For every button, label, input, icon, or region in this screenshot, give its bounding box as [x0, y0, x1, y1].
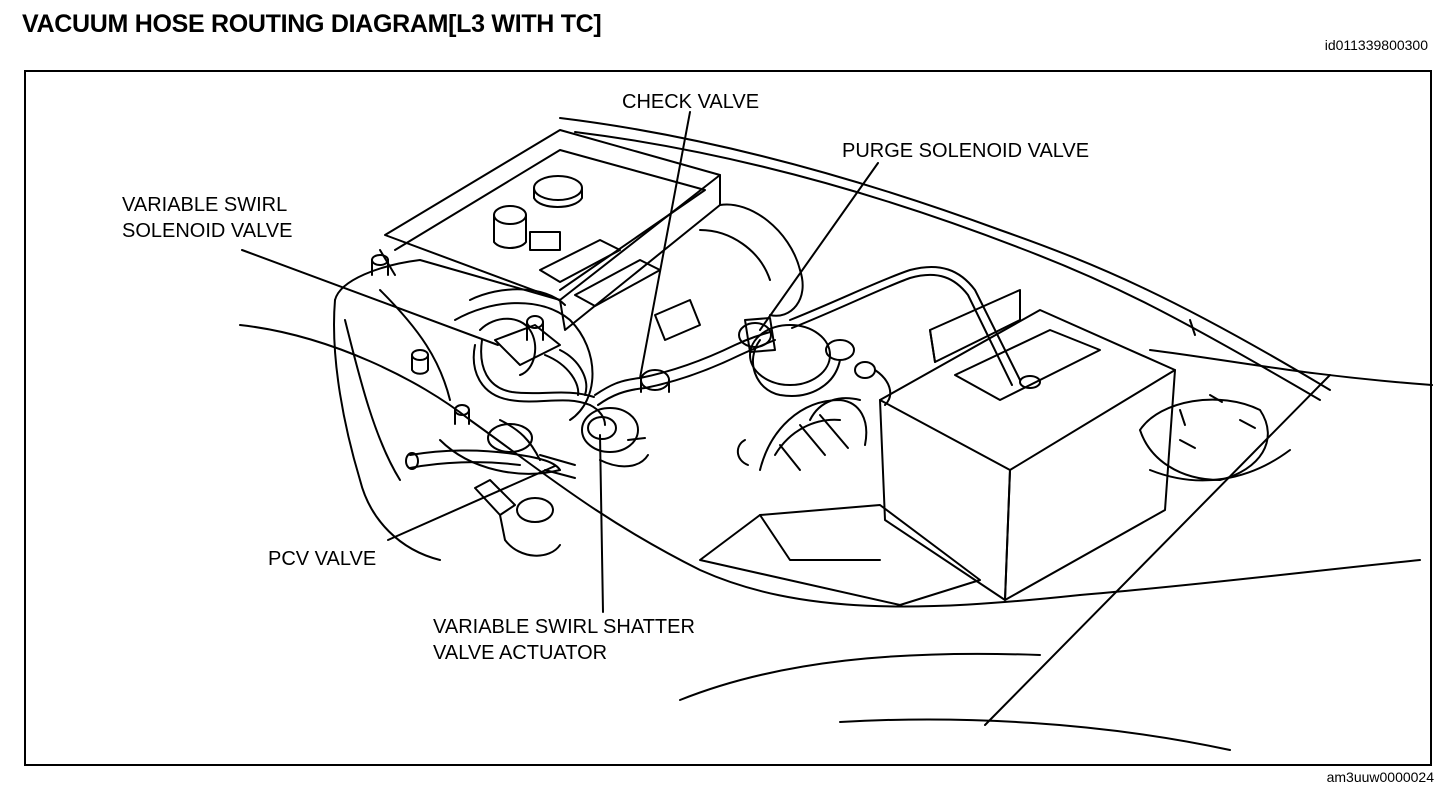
diagram-frame	[24, 70, 1432, 766]
air-intake-duct	[736, 399, 868, 471]
page-title: VACUUM HOSE ROUTING DIAGRAM[L3 WITH TC]	[22, 10, 602, 38]
label-variable-swirl-solenoid-valve: VARIABLE SWIRL SOLENOID VALVE	[122, 192, 292, 244]
label-variable-swirl-shutter-actuator: VARIABLE SWIRL SHATTER VALVE ACTUATOR	[433, 614, 695, 666]
figure-id: am3uuw0000024	[1326, 769, 1434, 785]
label-variable-swirl-solenoid-valve-line1: VARIABLE SWIRL	[122, 194, 288, 216]
air-cleaner	[699, 289, 1176, 606]
label-variable-swirl-shutter-actuator-line2: VALVE ACTUATOR	[433, 642, 608, 664]
throttle-body	[749, 324, 892, 421]
pcv-hose	[405, 423, 576, 557]
label-pcv-valve: PCV VALVE	[268, 548, 377, 570]
label-purge-solenoid-valve: PURGE SOLENOID VALVE	[842, 140, 1090, 162]
leader-lines	[241, 111, 879, 613]
intake-manifold	[333, 249, 594, 561]
strut-tower	[1139, 394, 1291, 482]
label-check-valve: CHECK VALVE	[622, 91, 760, 113]
body-outline	[239, 117, 1433, 751]
label-variable-swirl-solenoid-valve-line2: SOLENOID VALVE	[122, 220, 293, 242]
document-id: id011339800300	[1324, 37, 1428, 53]
check-valve-hose	[594, 317, 776, 406]
label-variable-swirl-shutter-actuator-line1: VARIABLE SWIRL SHATTER	[433, 616, 695, 638]
purge-pipe	[789, 265, 1041, 389]
variable-swirl-solenoid-valve	[472, 315, 595, 406]
variable-swirl-shutter-actuator	[581, 404, 649, 468]
cylinder-head	[384, 129, 804, 341]
